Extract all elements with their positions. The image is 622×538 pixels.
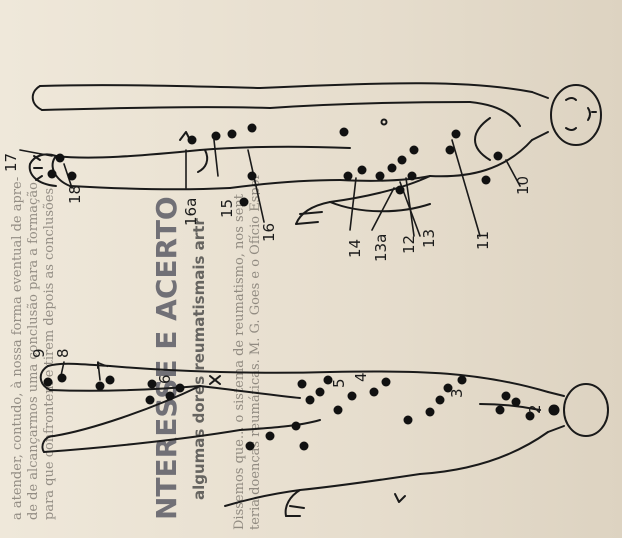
label-4: 4 [352, 372, 370, 382]
tender-points [44, 124, 560, 451]
back-body-outline [41, 364, 608, 516]
label-11: 11 [474, 231, 492, 250]
label-15: 15 [218, 199, 236, 218]
label-13a: 13a [372, 234, 390, 262]
label-14: 14 [346, 239, 364, 258]
label-10: 10 [514, 176, 532, 195]
label-18: 18 [66, 185, 84, 204]
front-body-outline [30, 83, 601, 224]
label-5: 5 [330, 378, 348, 388]
label-2: 2 [526, 404, 544, 414]
label-6: 6 [156, 374, 174, 384]
label-8: 8 [54, 348, 72, 358]
label-16: 16 [260, 223, 278, 242]
label-12: 12 [400, 235, 418, 254]
label-16a: 16a [182, 198, 200, 226]
label-3: 3 [448, 388, 466, 398]
label-13: 13 [420, 229, 438, 248]
label-9: 9 [30, 348, 48, 358]
label-17: 17 [2, 153, 20, 172]
label-7: 7 [94, 360, 112, 370]
